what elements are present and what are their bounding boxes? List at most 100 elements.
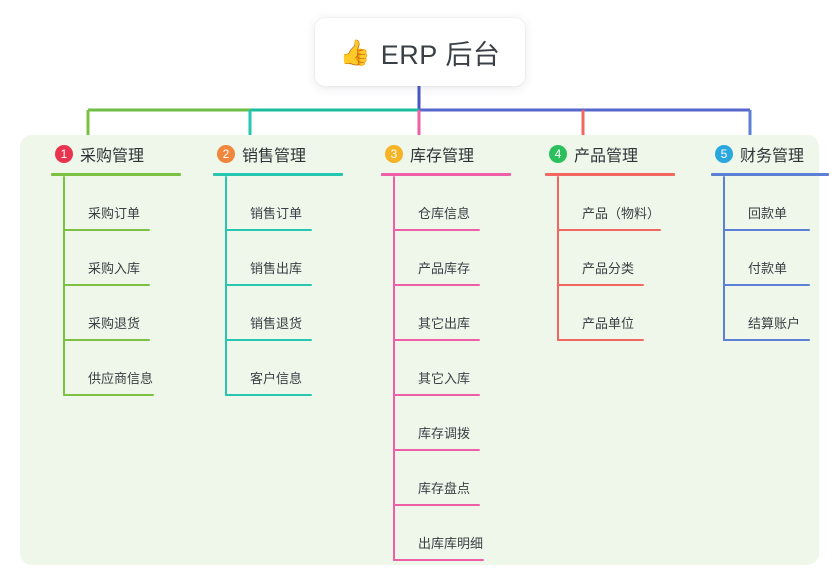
leaf-node-label: 销售出库: [250, 261, 303, 276]
branch-header-2[interactable]: 2 销售管理: [200, 135, 363, 173]
branch-header-1[interactable]: 1 采购管理: [38, 135, 201, 173]
leaf-node[interactable]: 付款单: [723, 231, 839, 286]
branch-title-4: 产品管理: [574, 148, 639, 165]
leaf-node[interactable]: 仓库信息: [393, 176, 531, 231]
leaf-node[interactable]: 采购订单: [63, 176, 201, 231]
leaf-node[interactable]: 库存调拨: [393, 396, 531, 451]
root-node-content: 👍 ERP 后台: [340, 33, 501, 72]
branch-spine-5: [723, 176, 725, 341]
branch-underline-4: [545, 173, 675, 176]
leaf-node-rule: [393, 339, 480, 341]
leaf-node[interactable]: 采购入库: [63, 231, 201, 286]
branch-column-5: 5 财务管理回款单付款单结算账户: [698, 135, 839, 341]
branch-items-5: 回款单付款单结算账户: [723, 176, 839, 341]
leaf-node[interactable]: 产品库存: [393, 231, 531, 286]
leaf-node-rule: [63, 229, 150, 231]
leaf-node-label: 付款单: [748, 261, 788, 276]
leaf-node[interactable]: 供应商信息: [63, 341, 201, 396]
leaf-node-rule: [225, 229, 312, 231]
leaf-node-label: 产品（物料）: [582, 206, 661, 221]
leaf-node-rule: [557, 229, 662, 231]
branch-spine-2: [225, 176, 227, 396]
leaf-node-label: 仓库信息: [418, 206, 471, 221]
branch-badge-1: 1: [55, 145, 73, 163]
leaf-node-label: 产品分类: [582, 261, 635, 276]
leaf-node-rule: [225, 394, 312, 396]
branch-header-4[interactable]: 4 产品管理: [532, 135, 695, 173]
leaf-node[interactable]: 产品分类: [557, 231, 695, 286]
leaf-node-label: 产品单位: [582, 316, 635, 331]
leaf-node[interactable]: 客户信息: [225, 341, 363, 396]
leaf-node-rule: [393, 504, 480, 506]
branch-underline-1: [51, 173, 181, 176]
branch-column-1: 1 采购管理采购订单采购入库采购退货供应商信息: [38, 135, 201, 396]
leaf-node[interactable]: 结算账户: [723, 286, 839, 341]
leaf-node-rule: [63, 394, 154, 396]
leaf-node[interactable]: 销售订单: [225, 176, 363, 231]
leaf-node-label: 库存盘点: [418, 481, 471, 496]
leaf-node-label: 采购订单: [88, 206, 141, 221]
branch-badge-5: 5: [715, 145, 733, 163]
branch-column-2: 2 销售管理销售订单销售出库销售退货客户信息: [200, 135, 363, 396]
thumbs-up-icon: 👍: [339, 37, 371, 67]
leaf-node-rule: [557, 339, 644, 341]
leaf-node[interactable]: 库存盘点: [393, 451, 531, 506]
branch-title-1: 采购管理: [80, 148, 145, 165]
branch-column-4: 4 产品管理产品（物料） 产品分类产品单位: [532, 135, 695, 341]
branch-underline-2: [213, 173, 343, 176]
leaf-node[interactable]: 销售出库: [225, 231, 363, 286]
leaf-node[interactable]: 回款单: [723, 176, 839, 231]
leaf-node[interactable]: 产品（物料）: [557, 176, 695, 231]
root-node-title: ERP 后台: [380, 39, 501, 70]
leaf-node-label: 其它入库: [418, 371, 471, 386]
root-node-erp-backend[interactable]: 👍 ERP 后台: [315, 18, 525, 86]
branch-title-5: 财务管理: [740, 148, 805, 165]
leaf-node[interactable]: 其它出库: [393, 286, 531, 341]
branch-columns: 1 采购管理采购订单采购入库采购退货供应商信息 2 销售管理销售订单销售出库销售退货客…: [20, 135, 829, 565]
branch-spine-3: [393, 176, 395, 561]
leaf-node-label: 回款单: [748, 206, 788, 221]
leaf-node-rule: [723, 339, 810, 341]
branch-title-2: 销售管理: [242, 148, 307, 165]
branch-badge-4: 4: [549, 145, 567, 163]
leaf-node[interactable]: 其它入库: [393, 341, 531, 396]
leaf-node-rule: [557, 284, 644, 286]
leaf-node[interactable]: 出库库明细: [393, 506, 531, 561]
leaf-node-rule: [63, 339, 150, 341]
branch-spine-1: [63, 176, 65, 396]
leaf-node-rule: [393, 449, 480, 451]
branch-items-1: 采购订单采购入库采购退货供应商信息: [63, 176, 201, 396]
branch-column-3: 3 库存管理仓库信息产品库存其它出库其它入库库存调拨库存盘点出库库明细: [368, 135, 531, 561]
leaf-node-rule: [63, 284, 150, 286]
leaf-node-rule: [723, 284, 810, 286]
leaf-node-label: 供应商信息: [88, 371, 154, 386]
branch-header-3[interactable]: 3 库存管理: [368, 135, 531, 173]
branch-title-3: 库存管理: [410, 148, 475, 165]
branch-badge-2: 2: [217, 145, 235, 163]
leaf-node[interactable]: 产品单位: [557, 286, 695, 341]
branch-underline-3: [381, 173, 511, 176]
leaf-node-rule: [225, 284, 312, 286]
branch-header-5[interactable]: 5 财务管理: [698, 135, 839, 173]
leaf-node[interactable]: 销售退货: [225, 286, 363, 341]
leaf-node-label: 客户信息: [250, 371, 303, 386]
leaf-node-label: 库存调拨: [418, 426, 471, 441]
leaf-node-rule: [723, 229, 810, 231]
leaf-node-label: 销售退货: [250, 316, 303, 331]
leaf-node-rule: [393, 229, 480, 231]
leaf-node[interactable]: 采购退货: [63, 286, 201, 341]
leaf-node-label: 采购退货: [88, 316, 141, 331]
branches-panel: [20, 135, 819, 565]
leaf-node-label: 其它出库: [418, 316, 471, 331]
leaf-node-rule: [393, 394, 480, 396]
leaf-node-rule: [225, 339, 312, 341]
leaf-node-label: 销售订单: [250, 206, 303, 221]
branch-underline-5: [711, 173, 829, 176]
leaf-node-rule: [393, 559, 484, 561]
branch-items-2: 销售订单销售出库销售退货客户信息: [225, 176, 363, 396]
branch-badge-3: 3: [385, 145, 403, 163]
leaf-node-label: 采购入库: [88, 261, 141, 276]
leaf-node-label: 产品库存: [418, 261, 471, 276]
leaf-node-rule: [393, 284, 480, 286]
